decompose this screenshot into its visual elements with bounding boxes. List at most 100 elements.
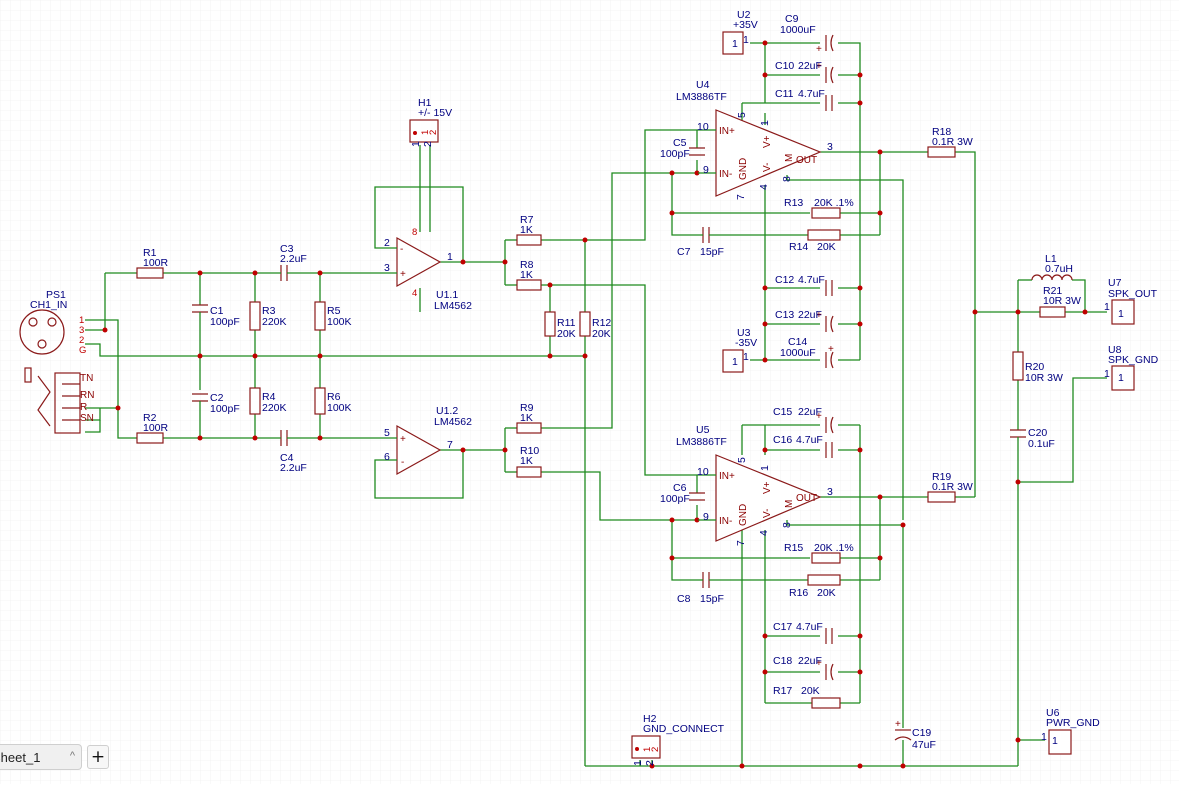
resistor-r8[interactable]: R8 1K: [516, 259, 542, 291]
capacitor-c15[interactable]: + C15 22uF: [773, 406, 834, 434]
capacitor-c9[interactable]: + C9 1000uF: [780, 13, 834, 55]
resistor-r9[interactable]: R9 1K: [516, 402, 542, 434]
c5-ref: C5: [673, 137, 687, 149]
u4-pin3: 3: [827, 141, 833, 153]
capacitor-c17[interactable]: C17 4.7uF: [773, 621, 833, 644]
connector-u7[interactable]: 1 1 U7 SPK_OUT: [1104, 277, 1158, 325]
chevron-up-icon[interactable]: ^: [69, 750, 75, 762]
r4-ref: R4: [262, 391, 276, 403]
resistor-r4[interactable]: R4 220K: [249, 387, 287, 415]
opamp-u1-1[interactable]: - + 2 3 1 8 4 U1.1 LM4562: [384, 227, 472, 312]
connector-u8[interactable]: 1 1 U8 SPK_GND: [1104, 344, 1159, 391]
r6-value: 100K: [327, 402, 352, 414]
resistor-r3[interactable]: R3 220K: [249, 301, 287, 331]
capacitor-c13[interactable]: + C13 22uF: [775, 309, 834, 333]
r15-value: 20K .1%: [814, 542, 854, 554]
capacitor-c6[interactable]: C6 100pF: [660, 482, 705, 505]
c11-ref: C11: [775, 88, 794, 100]
sheet-tab-bar: Sheet_1 ^ +: [0, 744, 120, 772]
capacitor-c16[interactable]: C16 4.7uF: [773, 434, 833, 458]
r8-ref: R8: [520, 259, 534, 271]
resistor-r14[interactable]: R14 20K: [789, 229, 841, 253]
u3-ref: U3: [737, 327, 751, 339]
resistor-r12[interactable]: R12 20K: [579, 311, 611, 340]
u7-pin1: 1: [1118, 308, 1124, 320]
resistor-r7[interactable]: R7 1K: [516, 214, 542, 246]
capacitor-c11[interactable]: C11 4.7uF: [775, 88, 833, 111]
ps1-pin-rn: RN: [80, 390, 94, 401]
u8-pin1-in: 1: [1104, 368, 1110, 380]
u12-pin7: 7: [447, 439, 453, 451]
resistor-r11[interactable]: R11 20K: [544, 311, 576, 340]
resistor-r17[interactable]: R17 20K: [773, 685, 841, 709]
r20-value: 10R 3W: [1025, 372, 1063, 384]
capacitor-c3[interactable]: C3 2.2uF: [270, 243, 307, 281]
capacitor-c4[interactable]: C4 2.2uF: [270, 430, 307, 474]
u5-vminus: V-: [762, 509, 773, 518]
r9-value: 1K: [520, 412, 533, 424]
c10-value: 22uF: [798, 60, 822, 72]
svg-text:+: +: [816, 44, 822, 55]
add-sheet-button[interactable]: +: [87, 745, 109, 769]
inductor-l1[interactable]: L1 0.7uH: [1031, 253, 1073, 281]
connector-u3[interactable]: 1 1 U3 -35V: [722, 327, 757, 373]
capacitor-c8[interactable]: C8 15pF: [677, 572, 724, 605]
connector-u2[interactable]: 1 1 U2 +35V: [722, 9, 758, 55]
c4-ref: C4: [280, 452, 294, 464]
resistor-r6[interactable]: R6 100K: [314, 387, 352, 415]
capacitor-c19[interactable]: + C19 47uF: [894, 719, 936, 751]
resistor-r10[interactable]: R10 1K: [516, 445, 542, 478]
resistor-r2[interactable]: R2 100R: [136, 412, 169, 444]
r15-ref: R15: [784, 542, 803, 554]
c12-ref: C12: [775, 274, 794, 286]
capacitor-c12[interactable]: C12 4.7uF: [775, 274, 833, 296]
u11-value: LM4562: [434, 300, 472, 312]
capacitor-c5[interactable]: C5 100pF: [660, 137, 705, 160]
c7-ref: C7: [677, 246, 691, 258]
r2-ref: R2: [143, 412, 157, 424]
u4-gnd: GND: [738, 158, 749, 180]
resistor-r16[interactable]: R16 20K: [789, 574, 841, 599]
c1-value: 100pF: [210, 316, 240, 328]
r2-value: 100R: [143, 422, 169, 434]
resistor-r19[interactable]: R19 0.1R 3W: [927, 471, 973, 503]
capacitor-c14[interactable]: + C14 1000uF: [780, 336, 834, 369]
capacitor-c18[interactable]: + C18 22uF: [773, 655, 834, 681]
header-h2[interactable]: 1 2 1 2 H2 GND_CONNECT: [631, 713, 725, 766]
header-h1[interactable]: 1 2 1 2 H1 +/- 15V: [409, 97, 452, 147]
resistor-r1[interactable]: R1 100R: [136, 247, 169, 279]
u5-m: M: [784, 500, 795, 508]
c3-value: 2.2uF: [280, 253, 307, 265]
u12-pin5: 5: [384, 427, 390, 439]
c5-value: 100pF: [660, 148, 690, 160]
connector-u6[interactable]: 1 1 U6 PWR_GND: [1041, 707, 1100, 755]
opamp-u1-2[interactable]: + - 5 6 7 U1.2 LM4562: [384, 405, 472, 476]
r1-ref: R1: [143, 247, 157, 259]
capacitor-c20[interactable]: C20 0.1uF: [1010, 427, 1055, 450]
h2-pin1-in: 1: [642, 747, 653, 752]
resistor-r21[interactable]: R21 10R 3W: [1039, 285, 1081, 318]
ps1-ref: PS1: [46, 289, 66, 301]
resistor-r5[interactable]: R5 100K: [314, 301, 352, 331]
svg-text:+: +: [816, 658, 822, 669]
resistor-r15[interactable]: R15 20K .1%: [784, 542, 854, 564]
resistor-r18[interactable]: R18 0.1R 3W: [927, 126, 973, 158]
resistor-r13[interactable]: R13 20K .1%: [784, 197, 854, 219]
capacitor-c10[interactable]: + C10 22uF: [775, 60, 834, 84]
r7-value: 1K: [520, 224, 533, 236]
u4-in-minus: IN-: [719, 169, 732, 180]
power-amp-u4[interactable]: IN+ IN- GND V- V+ OUT M 10 9 5 1 7 4 8 3…: [676, 79, 833, 200]
capacitor-c7[interactable]: C7 15pF: [677, 227, 724, 258]
capacitor-c1[interactable]: C1 100pF: [192, 304, 240, 328]
resistor-r20[interactable]: R20 10R 3W: [1012, 351, 1063, 384]
r11-ref: R11: [557, 317, 576, 329]
power-amp-u5[interactable]: IN+ IN- GND V- V+ OUT M 10 9 5 1 7 4 8 3…: [676, 424, 833, 546]
sheet-tab[interactable]: Sheet_1 ^: [0, 744, 82, 770]
r12-ref: R12: [592, 317, 611, 329]
c9-value: 1000uF: [780, 24, 816, 36]
capacitor-c2[interactable]: C2 100pF: [192, 392, 240, 415]
h1-ref: H1: [418, 97, 432, 109]
ps1-xlr-connector[interactable]: 1 3 2 G TN RN R SN PS1 CH1_IN: [19, 289, 94, 434]
u7-ref: U7: [1108, 277, 1122, 289]
